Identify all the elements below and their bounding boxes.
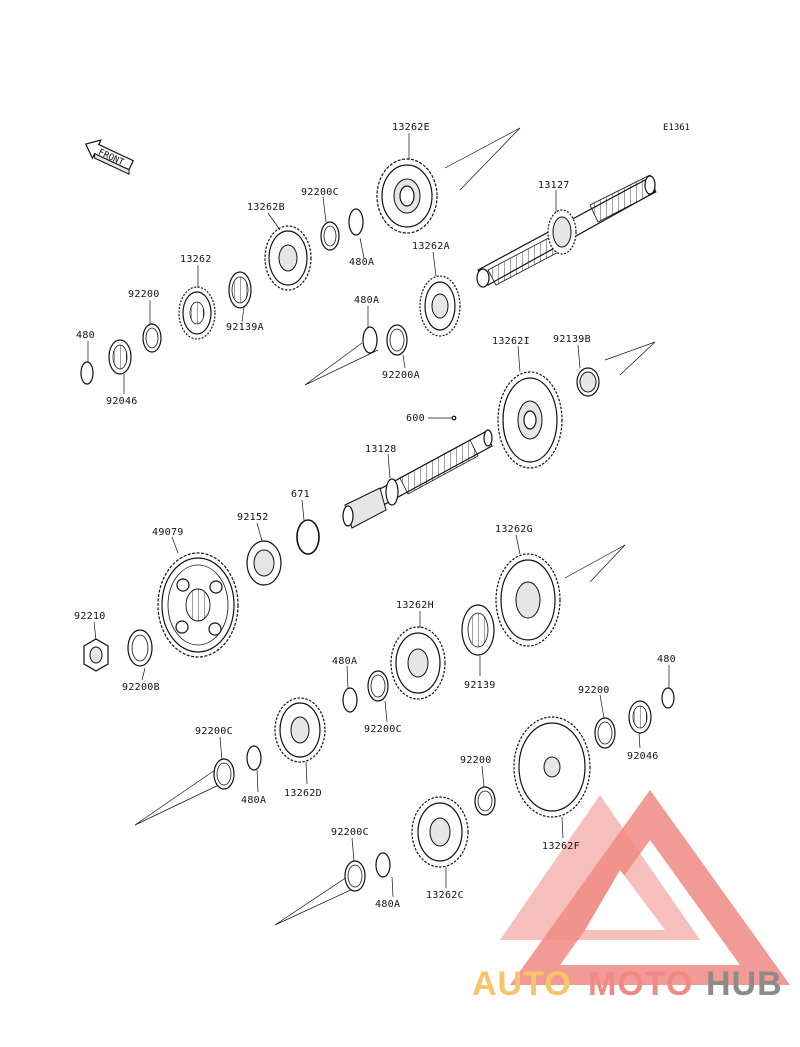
gear-13262 bbox=[178, 286, 216, 340]
label-13262E: 13262E bbox=[392, 122, 430, 133]
front-arrow-icon: FRONT bbox=[84, 139, 134, 175]
circlip-480-left bbox=[80, 361, 94, 385]
label-13262A: 13262A bbox=[412, 241, 450, 252]
label-13262I: 13262I bbox=[492, 336, 530, 347]
washer-92200C-left bbox=[213, 758, 235, 790]
washer-92200-left bbox=[142, 323, 162, 353]
label-671: 671 bbox=[291, 489, 310, 500]
gear-13262B bbox=[264, 225, 312, 291]
label-49079: 49079 bbox=[152, 527, 184, 538]
label-92200A: 92200A bbox=[382, 370, 420, 381]
washer-92200C-mid bbox=[367, 670, 389, 702]
washer-92200C-top bbox=[320, 221, 340, 251]
gear-13262I bbox=[497, 371, 563, 469]
label-13262F: 13262F bbox=[542, 841, 580, 852]
label-92200-left: 92200 bbox=[128, 289, 160, 300]
gear-13262F bbox=[513, 716, 591, 818]
watermark-hub: HUB bbox=[706, 965, 783, 1003]
label-480-left: 480 bbox=[76, 330, 95, 341]
label-480A-mid: 480A bbox=[354, 295, 379, 306]
gear-13262G bbox=[495, 553, 561, 647]
label-92200C-left: 92200C bbox=[195, 726, 233, 737]
label-92200-right: 92200 bbox=[578, 685, 610, 696]
gear-13262H bbox=[390, 626, 446, 700]
label-480-right: 480 bbox=[657, 654, 676, 665]
label-13262C: 13262C bbox=[426, 890, 464, 901]
bearing-92139 bbox=[461, 604, 495, 656]
shaft-13127 bbox=[476, 174, 657, 288]
label-13262: 13262 bbox=[180, 254, 212, 265]
label-92139A: 92139A bbox=[226, 322, 264, 333]
label-leaders bbox=[87, 133, 670, 898]
label-480A-bottom: 480A bbox=[375, 899, 400, 910]
label-92200C-bottom: 92200C bbox=[331, 827, 369, 838]
label-13262H: 13262H bbox=[396, 600, 434, 611]
bearing-92139B bbox=[576, 367, 600, 397]
label-13262G: 13262G bbox=[495, 524, 533, 535]
label-92152: 92152 bbox=[237, 512, 269, 523]
gear-13262C bbox=[411, 796, 469, 868]
gear-13262E bbox=[376, 158, 438, 234]
washer-92200-bottom bbox=[474, 786, 496, 816]
label-92200C-mid: 92200C bbox=[364, 724, 402, 735]
bearing-92046-right bbox=[628, 700, 652, 734]
nut-92210 bbox=[83, 638, 109, 672]
circlip-480A-top bbox=[348, 208, 364, 236]
washer-92200B bbox=[127, 629, 153, 667]
label-13127: 13127 bbox=[538, 180, 570, 191]
bearing-92046-left bbox=[108, 339, 132, 375]
bearing-92152 bbox=[246, 540, 282, 586]
diagram-code: E1361 bbox=[663, 123, 690, 133]
label-92139B: 92139B bbox=[553, 334, 591, 345]
watermark-moto: MOTO bbox=[588, 965, 693, 1003]
label-92200B: 92200B bbox=[122, 682, 160, 693]
shaft-13128 bbox=[342, 429, 493, 529]
bearing-92139A bbox=[228, 271, 252, 309]
gear-49079 bbox=[157, 552, 239, 658]
washer-92200-right bbox=[594, 717, 616, 749]
label-13262B: 13262B bbox=[247, 202, 285, 213]
label-480A-lower: 480A bbox=[332, 656, 357, 667]
washer-92200C-bottom bbox=[344, 860, 366, 892]
label-92046-left: 92046 bbox=[106, 396, 138, 407]
watermark-logo: AUTO MOTO HUB bbox=[472, 790, 790, 1003]
circlip-480-right bbox=[661, 687, 675, 709]
circlip-480A-bottom bbox=[375, 852, 391, 878]
circlip-480A-left bbox=[246, 745, 262, 771]
label-92200-bottom: 92200 bbox=[460, 755, 492, 766]
guide-lines bbox=[134, 127, 656, 926]
label-600: 600 bbox=[406, 413, 425, 424]
label-480A-left: 480A bbox=[241, 795, 266, 806]
watermark-auto: AUTO bbox=[472, 965, 572, 1003]
label-92210: 92210 bbox=[74, 611, 106, 622]
circlip-480A-mid bbox=[362, 326, 378, 354]
gear-13262D bbox=[274, 697, 326, 763]
circlip-671 bbox=[296, 519, 320, 555]
gear-13262A bbox=[419, 275, 461, 337]
label-13128: 13128 bbox=[365, 444, 397, 455]
circlip-480A-lower bbox=[342, 687, 358, 713]
label-92046-right: 92046 bbox=[627, 751, 659, 762]
washer-92200A bbox=[386, 324, 408, 356]
label-92139: 92139 bbox=[464, 680, 496, 691]
label-13262D: 13262D bbox=[284, 788, 322, 799]
label-92200C-top: 92200C bbox=[301, 187, 339, 198]
part-labels: 13262E 92200C 13262B 13127 13262 480A 92… bbox=[74, 122, 676, 910]
label-480A-top: 480A bbox=[349, 257, 374, 268]
